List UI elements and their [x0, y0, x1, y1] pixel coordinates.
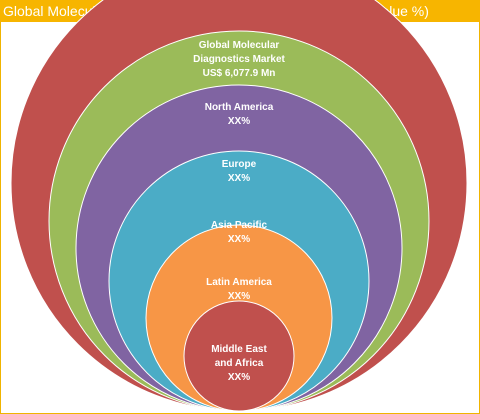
label-middle-east-and-africa-line-2: XX%: [228, 372, 250, 383]
label-total-line-0: Global Molecular: [199, 40, 280, 51]
label-total-line-1: Diagnostics Market: [193, 54, 285, 65]
value-latin-america: XX%: [228, 291, 250, 302]
value-asia-pacific: XX%: [228, 234, 250, 245]
label-europe: Europe: [222, 159, 257, 170]
label-middle-east-and-africa-line-1: and Africa: [215, 358, 264, 369]
circle-middle-east-and-africa: [183, 300, 295, 412]
label-latin-america: Latin America: [206, 277, 272, 288]
value-north-america: XX%: [228, 116, 250, 127]
value-europe: XX%: [228, 173, 250, 184]
label-middle-east-and-africa-line-0: Middle East: [211, 344, 267, 355]
label-total-line-2: US$ 6,077.9 Mn: [203, 68, 276, 79]
label-asia-pacific: Asia Pacific: [211, 220, 268, 231]
label-north-america: North America: [205, 102, 274, 113]
